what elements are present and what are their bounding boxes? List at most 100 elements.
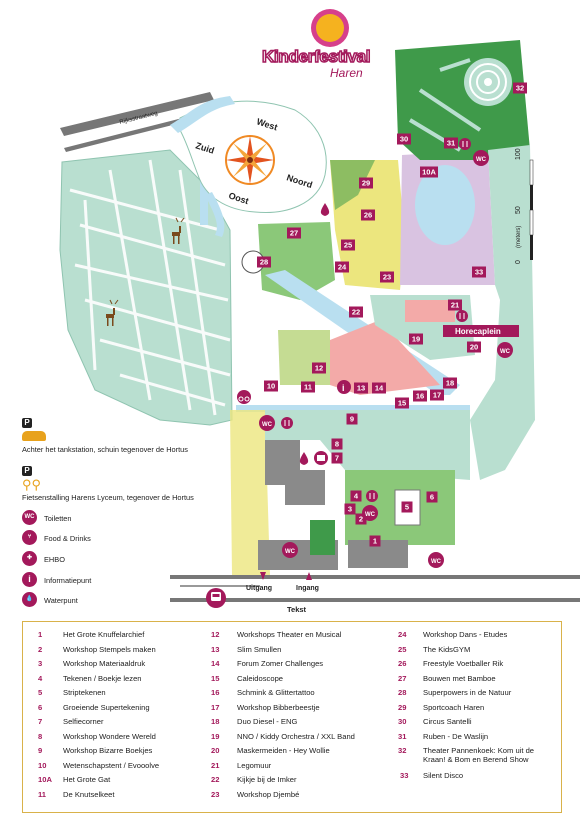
legend-label: Het Grote Gat <box>63 775 111 784</box>
legend-label: Duo Diesel - ENG <box>237 717 298 726</box>
legend-label: Workshop Bibberbeestje <box>237 702 320 712</box>
marker-number: 25 <box>344 241 352 250</box>
south-road <box>170 575 580 602</box>
marker-number: 7 <box>335 454 339 463</box>
logo-line2: Haren <box>330 66 363 80</box>
festival-map: Rijksstraatweg West Zuid Noord Oost <box>59 40 580 614</box>
zone-lower-park <box>265 410 470 480</box>
water-drop-icon: 💧 <box>22 592 37 607</box>
marker-number: 19 <box>412 335 420 344</box>
legend-label: Tekenen / Boekje lezen <box>63 673 142 683</box>
legend-label: Theater Pannenkoek: Kom uit de Kraan! & … <box>423 746 535 764</box>
wc-icon: WC <box>428 552 444 568</box>
legend-number: 32 <box>398 746 407 755</box>
west-park <box>59 149 233 426</box>
marker-21: 21 <box>448 299 462 311</box>
east-park <box>470 145 535 480</box>
marker-30: 30 <box>397 133 411 145</box>
car-parking-text: Achter het tankstation, schuin tegenover… <box>22 445 188 454</box>
legend-number: 19 <box>211 731 220 741</box>
legend-label: Workshops Theater en Musical <box>237 630 342 639</box>
marker-16: 16 <box>413 390 427 402</box>
symbol-label-toiletten: Toiletten <box>44 514 72 523</box>
marker-5: 5 <box>401 501 413 513</box>
logo-line1: Kinderfestival <box>261 46 371 67</box>
symbol-label-ehbo: EHBO <box>44 555 65 564</box>
wc-icon: WC <box>282 542 298 558</box>
legend-number: 12 <box>211 630 220 639</box>
svg-text:i: i <box>342 383 345 393</box>
marker-11: 11 <box>301 381 315 393</box>
marker-number: 13 <box>357 384 365 393</box>
legend-label: Caleidoscope <box>237 673 284 683</box>
marker-31: 31 <box>444 137 458 149</box>
legend-number: 15 <box>211 673 220 683</box>
wc-icon: WC <box>259 415 275 431</box>
bike-parking: P ⚲⚲ Fietsenstalling Harens Lyceum, tege… <box>22 466 252 502</box>
legend-number: 27 <box>398 673 407 683</box>
legend-number: 5 <box>38 688 43 697</box>
marker-19: 19 <box>409 333 423 345</box>
legend-number: 6 <box>38 702 43 712</box>
legend-number: 14 <box>211 659 220 668</box>
zone-pink <box>330 320 440 395</box>
legend-number: 29 <box>398 702 407 712</box>
legend-label: Schmink & Glittertattoo <box>237 688 315 697</box>
marker-20: 20 <box>467 341 481 353</box>
marker-number: 15 <box>398 399 406 408</box>
legend-label: Bouwen met Bamboe <box>423 673 496 683</box>
legend-label: Het Grote Knuffelarchief <box>63 630 145 639</box>
marker-12: 12 <box>312 362 326 374</box>
legend-number: 17 <box>211 702 220 712</box>
legend-number: 18 <box>211 717 220 726</box>
legend-number: 25 <box>398 644 407 654</box>
marker-number: 9 <box>350 415 354 424</box>
legend-label: Silent Disco <box>423 770 464 780</box>
legend-number: 21 <box>211 760 220 770</box>
bus-icon <box>206 588 226 608</box>
tekst-label: Tekst <box>287 605 307 614</box>
marker-1: 1 <box>369 535 381 547</box>
legend-number: 2 <box>38 644 43 654</box>
parking-p-icon: P <box>22 466 32 476</box>
logo-sun-icon <box>316 14 344 42</box>
food-icon <box>456 310 468 322</box>
legend-label: Workshop Wondere Wereld <box>63 731 156 741</box>
marker-27: 27 <box>287 227 301 239</box>
legend-label: Wetenschapstent / Evooolve <box>63 760 160 770</box>
food-icon <box>366 490 378 502</box>
legend-number: 10 <box>38 760 47 770</box>
deer-icon <box>172 217 185 244</box>
legend-number: 22 <box>211 775 220 784</box>
compass: West Zuid Noord Oost <box>194 116 313 206</box>
marker-24: 24 <box>335 261 349 273</box>
car-icon <box>22 431 46 441</box>
legend-label: Forum Zomer Challenges <box>237 659 324 668</box>
marker-number: 10A <box>422 168 436 177</box>
legend-label: The KidsGYM <box>423 644 471 654</box>
marker-17: 17 <box>430 389 444 401</box>
marker-28: 28 <box>257 256 271 268</box>
marker-7: 7 <box>331 452 343 464</box>
legend-number: 23 <box>211 789 220 799</box>
marker-26: 26 <box>361 209 375 221</box>
zone-12 <box>278 330 330 385</box>
marker-number: 23 <box>383 273 391 282</box>
legend-number: 11 <box>38 789 47 799</box>
ehbo-icon: ✚ <box>22 551 37 566</box>
zone-south-west <box>230 410 270 575</box>
legend-label: Slim Smullen <box>237 644 282 654</box>
marker-23: 23 <box>380 271 394 283</box>
wc-icon: WC <box>473 150 489 166</box>
marker-13: 13 <box>354 382 368 394</box>
marker-10: 10 <box>264 380 278 392</box>
legend-number: 1 <box>38 630 43 639</box>
marker-number: 22 <box>352 308 360 317</box>
wc-icon: WC <box>497 342 513 358</box>
svg-text:WC: WC <box>431 559 442 565</box>
ehbo-icon <box>314 451 328 465</box>
wc-icon: WC <box>22 510 37 525</box>
info-icon: i <box>337 380 351 394</box>
